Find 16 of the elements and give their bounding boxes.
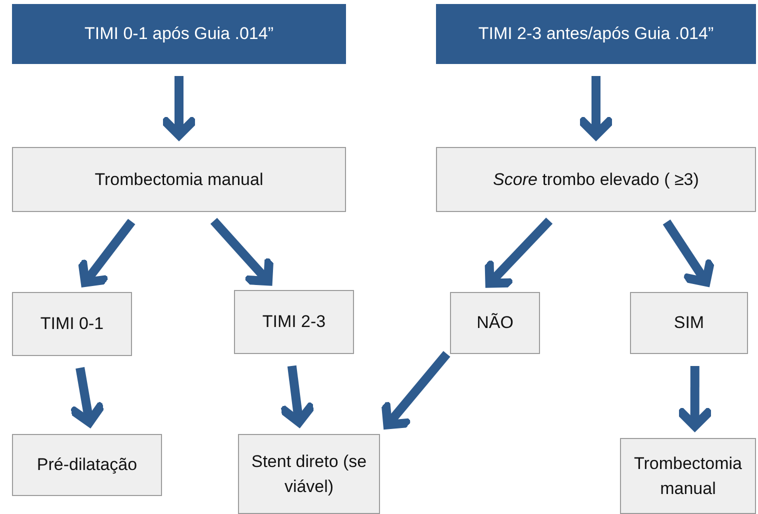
header-box: TIMI 0-1 após Guia .014” [12, 4, 346, 64]
process-box: TIMI 2-3 [234, 290, 354, 354]
process-box: Trombectomia manual [620, 438, 756, 514]
process-box: NÃO [450, 292, 540, 354]
arrow [210, 218, 274, 286]
arrow [662, 220, 716, 286]
process-box: SIM [630, 292, 748, 354]
process-box: Pré-dilatação [12, 434, 162, 496]
process-box: Score trombo elevado ( ≥3) [436, 147, 756, 212]
arrow [381, 351, 450, 430]
header-box: TIMI 2-3 antes/após Guia .014” [436, 4, 756, 64]
process-box: TIMI 0-1 [12, 292, 132, 356]
arrow [484, 218, 553, 288]
process-box: Stent direto (se viável) [238, 434, 380, 514]
arrow [78, 218, 136, 287]
process-box: Trombectomia manual [12, 147, 346, 212]
